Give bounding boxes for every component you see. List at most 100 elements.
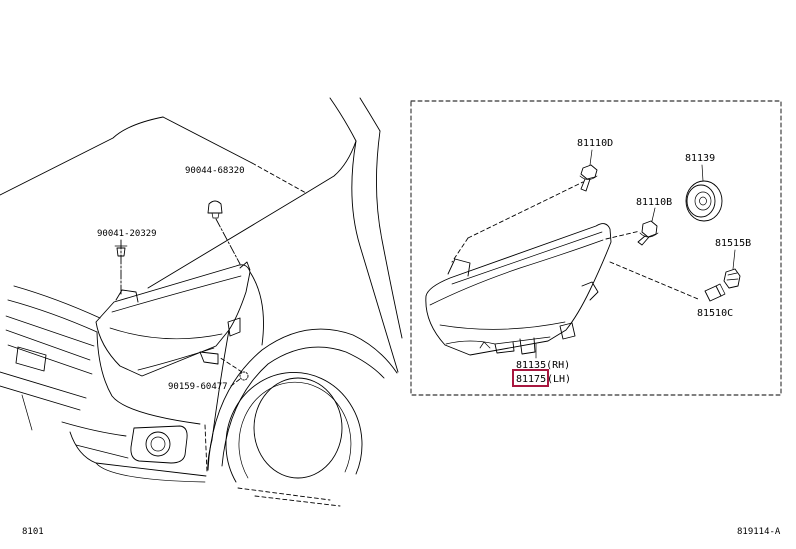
- bumper-top: [13, 285, 101, 319]
- headlamp-lower-bracket: [199, 351, 219, 365]
- tire-outer: [225, 372, 363, 483]
- callout-81110b[interactable]: 81110B: [636, 197, 672, 208]
- a-pillar-front: [329, 97, 357, 142]
- bumper-clip: [114, 239, 128, 297]
- wheel-arch-inner: [221, 346, 385, 467]
- socket-81515b: [723, 268, 741, 289]
- fender-top: [305, 140, 357, 194]
- lower-clip-leader: [230, 378, 241, 387]
- headlamp-outline: [95, 264, 251, 377]
- headlamp-housing-line: [451, 231, 603, 285]
- headlamp-side-mount: [239, 261, 251, 271]
- headlamp-lens-line: [429, 239, 604, 306]
- bulb-glass-icon: [704, 285, 722, 302]
- clip-icon: [207, 200, 223, 214]
- callout-lh-suffix: (LH): [547, 374, 571, 385]
- screw-washer-icon: [579, 175, 598, 180]
- screw-shank-icon: [637, 235, 650, 246]
- leader-line: [732, 249, 736, 270]
- headlamp-lens-lower: [439, 321, 566, 330]
- screw-shank-icon: [580, 178, 591, 192]
- detail-frame: [410, 100, 782, 396]
- diagram-code-right: 819114-A: [737, 527, 781, 537]
- fog-lamp: [130, 425, 188, 464]
- diagram-code-left: 8101: [22, 527, 44, 537]
- bumper-skirt: [95, 462, 206, 483]
- cap-center-icon: [699, 196, 707, 206]
- grille-slat: [5, 329, 91, 361]
- headlamp-top-bracket: [447, 258, 471, 277]
- cap-inner-icon: [694, 191, 712, 211]
- headlamp-upper-bracket: [115, 289, 139, 303]
- fog-lamp-lens: [145, 431, 171, 457]
- callout-81139[interactable]: 81139: [685, 153, 715, 164]
- grille-slat: [7, 344, 93, 375]
- callout-90041-20329[interactable]: 90041-20329: [97, 229, 157, 239]
- clip-stem-icon: [211, 212, 220, 219]
- wheel-rim: [253, 377, 343, 479]
- leader-line: [451, 237, 469, 263]
- lower-grille-line: [0, 371, 87, 399]
- fender-front-edge: [249, 271, 264, 346]
- cap-rim-icon: [686, 184, 716, 218]
- headlamp-right-bracket: [581, 281, 599, 301]
- callout-81175[interactable]: 81175: [516, 374, 546, 385]
- wheel-arch-outer: [207, 328, 398, 471]
- leader-line: [605, 230, 641, 240]
- hood-rear-edge: [162, 116, 253, 164]
- screw-head-icon: [641, 220, 658, 238]
- callout-90159-60477[interactable]: 90159-60477: [168, 382, 228, 392]
- body-side-line: [375, 130, 403, 339]
- cap-81139: [685, 180, 723, 222]
- leader-line: [589, 149, 593, 166]
- a-pillar-rear: [359, 97, 381, 132]
- fog-lamp-bezel: [130, 425, 188, 464]
- tire-sidewall: [238, 381, 352, 479]
- cap-outer-icon: [685, 180, 723, 222]
- clip-icon: [116, 247, 126, 257]
- lower-clip-leader: [218, 356, 243, 373]
- bulb-81510c: [704, 283, 726, 302]
- bumper-lower-line: [61, 421, 127, 437]
- screw-head-icon: [580, 164, 598, 180]
- exploded-leaders: [451, 149, 736, 359]
- bumper-lower-line: [75, 444, 129, 459]
- hood-clip-leader: [215, 218, 241, 265]
- headlamp-housing-line: [111, 275, 242, 313]
- tire-ground-line: [237, 487, 331, 501]
- headlamp-exploded: [425, 223, 612, 356]
- headlamp-on-vehicle: [95, 261, 251, 377]
- lower-grille-end: [21, 394, 33, 431]
- callout-81510c[interactable]: 81510C: [697, 308, 733, 319]
- socket-body-icon: [723, 268, 741, 289]
- fog-lamp-inner: [150, 436, 166, 452]
- bulb-base-icon: [715, 283, 726, 297]
- front-bumper: [0, 285, 207, 483]
- grille-emblem: [15, 346, 47, 372]
- callout-81515b[interactable]: 81515B: [715, 238, 751, 249]
- bumper-bottom-edge: [69, 431, 207, 477]
- headlamp-connector: [227, 317, 241, 337]
- headlamp-outline: [425, 223, 612, 356]
- callout-81110d[interactable]: 81110D: [577, 138, 613, 149]
- socket-ridge-icon: [726, 272, 739, 281]
- headlamp-adjuster: [479, 341, 491, 349]
- fender-rear-edge: [351, 140, 399, 373]
- headlamp-lower-trim: [137, 347, 215, 371]
- hood-clip: [207, 200, 241, 265]
- vehicle-front-left: [0, 97, 403, 473]
- callout-90044-68320[interactable]: 90044-68320: [185, 166, 245, 176]
- highlight-box[interactable]: [512, 369, 549, 387]
- lower-grille-line: [0, 385, 81, 411]
- callout-81135-rh[interactable]: 81135(RH): [516, 360, 570, 371]
- leader-line: [609, 261, 699, 300]
- lower-clip: [218, 356, 249, 387]
- cowl-line: [0, 116, 164, 196]
- grille-upper-frame: [7, 299, 98, 333]
- screw-81110b: [637, 220, 659, 246]
- headlamp-lens-line: [109, 327, 223, 340]
- leader-line: [651, 207, 656, 222]
- screw-81110d: [579, 164, 598, 192]
- bumper-corner: [96, 331, 201, 425]
- leader-line: [467, 181, 584, 239]
